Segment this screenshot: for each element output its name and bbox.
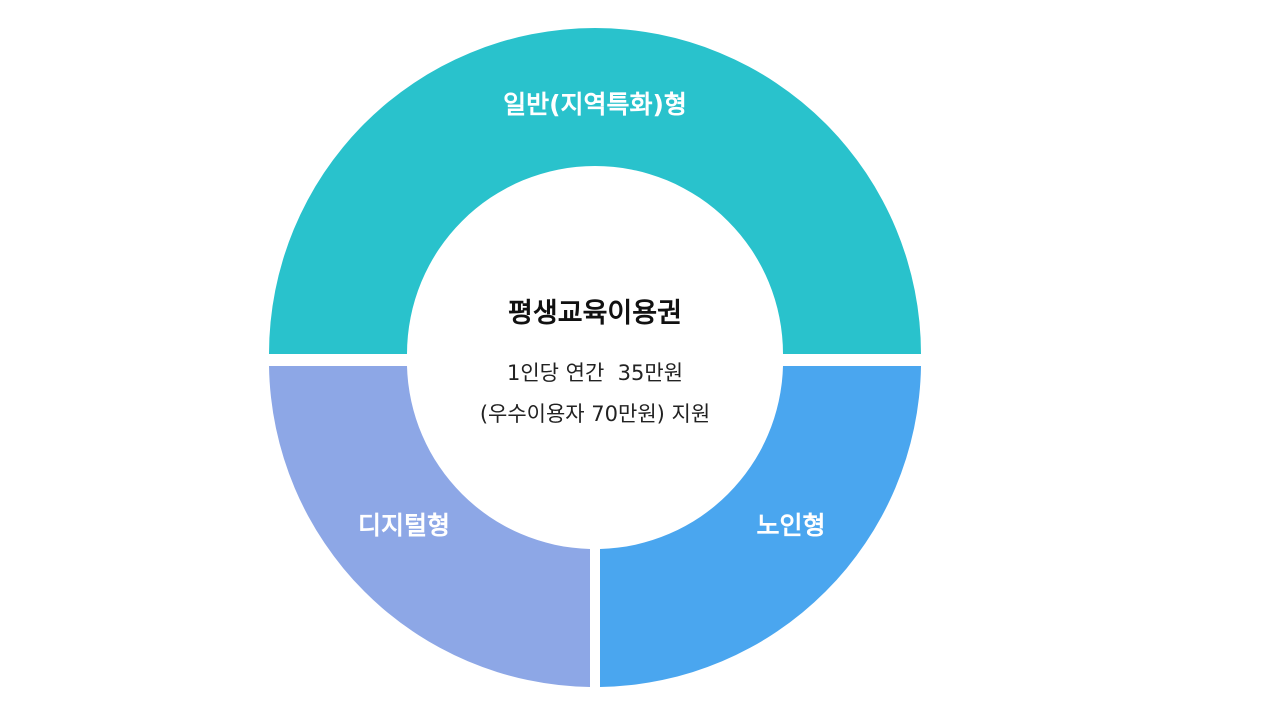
center-title: 평생교육이용권 (508, 298, 682, 329)
segment-general-label: 일반(지역특화)형 (503, 90, 687, 119)
segment-senior (600, 366, 921, 687)
segment-general (269, 28, 921, 354)
center-support-line-2: (우수이용자 70만원) 지원 (480, 402, 710, 426)
segment-senior-label: 노인형 (756, 511, 825, 540)
center-support-line-1: 1인당 연간 35만원 (507, 361, 683, 385)
segment-digital-label: 디지털형 (358, 511, 450, 540)
segment-digital (269, 366, 590, 687)
